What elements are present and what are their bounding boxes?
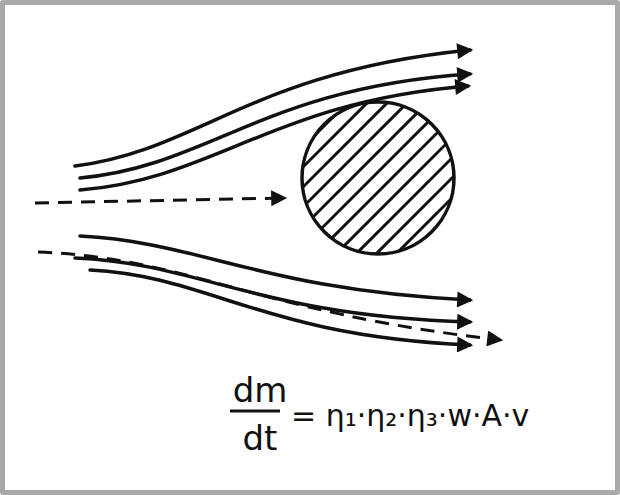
collector-sphere <box>290 90 470 290</box>
streamline <box>90 270 470 345</box>
streamline <box>80 74 470 178</box>
fraction-numerator: dm <box>233 373 288 407</box>
formula-body: = η₁·η₂·η₃·w·A·v <box>291 401 529 431</box>
fraction-bar <box>230 410 280 413</box>
fraction-denominator: dt <box>243 421 278 455</box>
particle-path <box>35 198 284 203</box>
streamline <box>80 86 468 190</box>
particle-path <box>38 252 500 340</box>
